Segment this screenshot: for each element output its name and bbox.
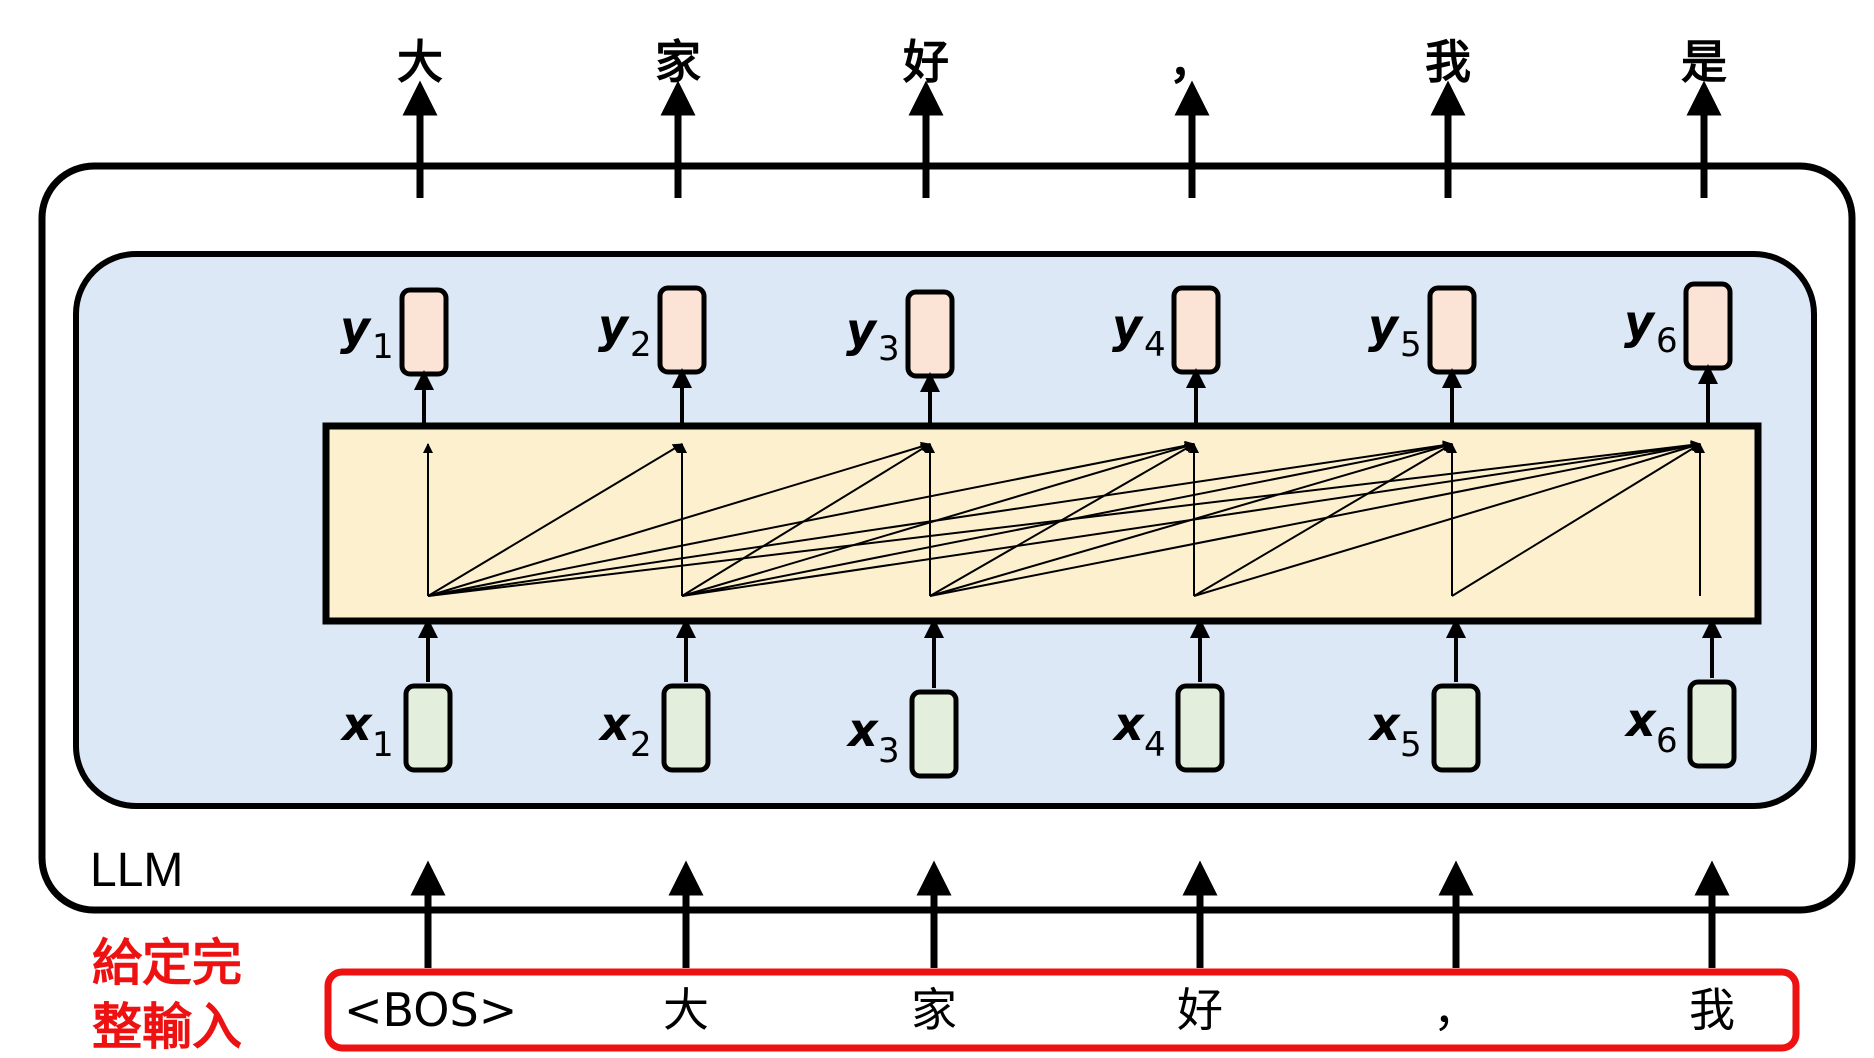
input-vector-label: x [340,697,373,751]
output-vector-subscript: 4 [1144,325,1166,365]
input-vector-subscript: 6 [1656,721,1678,761]
output-token: 是 [1681,35,1727,89]
attention-link [427,441,931,597]
output-vector-subscript: 3 [878,329,900,369]
attention-link [681,443,931,597]
attention-connections [423,440,1705,597]
input-token: ， [1433,983,1479,1037]
output-vector-subscript: 1 [372,327,394,367]
input-vector-label: x [598,697,631,751]
input-vector-label: x [846,703,879,757]
input-vector-subscript: 4 [1144,725,1166,765]
attention-link [427,443,683,597]
note-line-1: 給定完 [92,934,242,992]
input-vector-label: x [1624,693,1657,747]
output-vector-label: y [1368,299,1400,353]
input-vector-box [661,683,711,773]
output-token: 我 [1425,35,1471,89]
output-vector-box [1427,285,1477,375]
input-vector-label: x [1112,697,1145,751]
input-vector-box [1431,683,1481,773]
note-line-2: 整輸入 [92,998,242,1056]
input-vector-box [1687,679,1737,769]
attention-block [322,422,1762,625]
output-vector-label: y [598,299,630,353]
attention-link [1193,443,1453,597]
output-vector-box [399,287,449,377]
input-frame [324,968,1800,1052]
input-vector-label: x [1368,697,1401,751]
output-token: 家 [655,35,701,89]
llm-label: LLM [90,844,183,897]
input-vector-box [1175,683,1225,773]
output-token: ， [1169,35,1215,89]
input-vector-subscript: 1 [372,725,394,765]
input-vector-subscript: 2 [630,725,652,765]
output-vector-subscript: 2 [630,325,652,365]
output-vector-label: y [846,303,878,357]
attention-link [427,440,1195,597]
attention-link [1193,441,1701,597]
output-vector-box [657,285,707,375]
output-vector-box [905,289,955,379]
input-token: 家 [911,983,957,1037]
input-vector-box [403,683,453,773]
attention-link [929,443,1195,597]
output-vector-subscript: 6 [1656,321,1678,361]
input-vector-subscript: 5 [1400,725,1422,765]
output-vector-label: y [1624,295,1656,349]
attention-link [1451,443,1701,597]
output-token: 好 [902,35,949,89]
input-token: 好 [1177,983,1223,1037]
input-vector-subscript: 3 [878,731,900,771]
input-vector-box [909,689,959,779]
output-vector-label: y [1112,299,1144,353]
output-vector-label: y [340,301,372,355]
output-token: 大 [397,35,443,89]
input-token: 大 [663,983,709,1037]
attention-link [929,441,1453,597]
input-token: <BOS> [344,983,517,1037]
input-token: 我 [1689,983,1735,1037]
attention-link [681,440,1453,597]
attention-link [929,440,1701,597]
output-vector-subscript: 5 [1400,325,1422,365]
output-vector-box [1171,285,1221,375]
output-vector-box [1683,281,1733,371]
attention-link [681,441,1195,597]
